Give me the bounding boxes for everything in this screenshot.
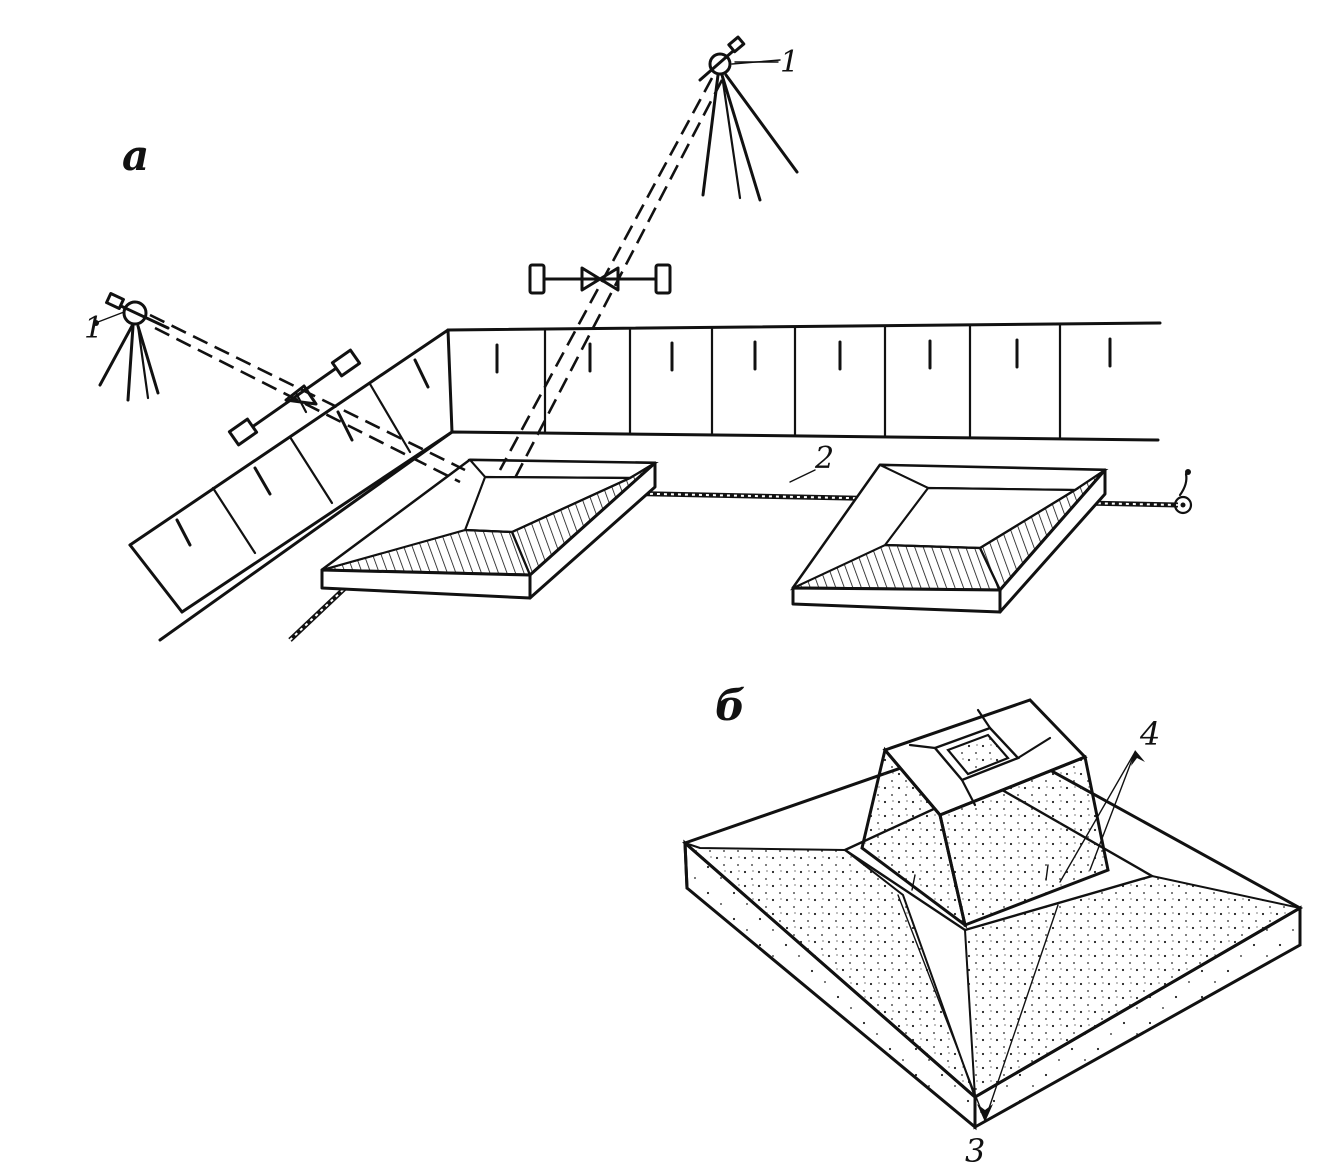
view-b: б 4 3 [682,681,1304,1170]
batter-board-short [128,358,430,614]
sighting-target-left [227,348,362,447]
theodolite-left [93,292,170,402]
label-view-a: а [122,131,149,180]
column-foundation [682,698,1304,1131]
sighting-target-top [528,263,672,295]
theodolite-top [698,35,799,202]
label-instrument: 1 [780,45,799,80]
label-axis-marks: 3 [965,1132,985,1170]
view-a: а 1 1 2 [84,35,1193,642]
label-instrument-left: 1 [84,311,103,346]
foundation-pad-2 [790,463,1109,614]
label-view-b: б [715,681,745,730]
label-risks: 4 [1139,715,1160,753]
batter-board-long [128,321,1162,642]
label-wire: 2 [814,441,834,476]
foundation-pad-1 [320,458,659,600]
